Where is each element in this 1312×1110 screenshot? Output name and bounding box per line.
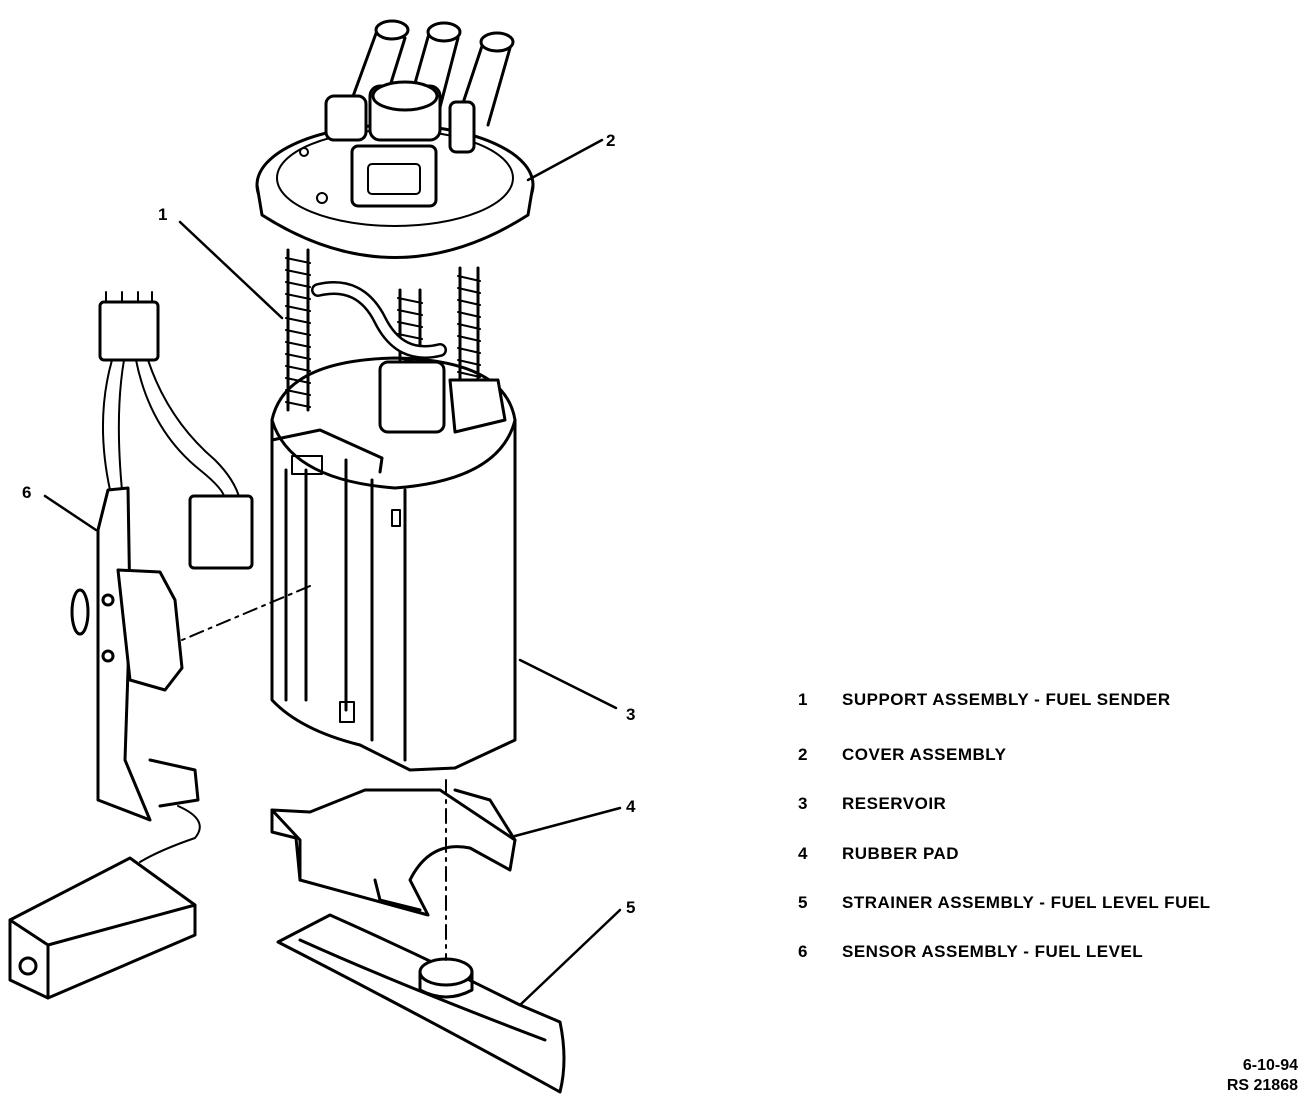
alignment-lines (181, 585, 447, 961)
legend-number: 1 (798, 690, 808, 709)
rubber-pad (270, 788, 517, 917)
callout-5: 5 (626, 898, 635, 917)
legend-label: RUBBER PAD (842, 844, 960, 863)
leader-lines (43, 138, 622, 1007)
legend-label: SUPPORT ASSEMBLY - FUEL SENDER (842, 690, 1171, 709)
sensor-assembly (8, 291, 254, 1000)
callout-1: 1 (158, 205, 167, 224)
legend-label: STRAINER ASSEMBLY - FUEL LEVEL FUEL (842, 893, 1211, 912)
drawing-stamp: 6-10-94 RS 21868 (1227, 1056, 1298, 1096)
legend-label: RESERVOIR (842, 794, 947, 813)
legend-number: 4 (798, 844, 808, 863)
callout-4: 4 (626, 797, 636, 816)
callout-6: 6 (22, 483, 31, 502)
legend-number: 2 (798, 745, 808, 764)
strainer-assembly (276, 913, 566, 1094)
legend-number: 6 (798, 942, 808, 961)
legend-number: 3 (798, 794, 808, 813)
reservoir (270, 356, 517, 772)
legend-label: SENSOR ASSEMBLY - FUEL LEVEL (842, 942, 1144, 961)
cover-assembly (255, 19, 535, 259)
legend-label: COVER ASSEMBLY (842, 745, 1007, 764)
drawing-code: RS 21868 (1226, 1077, 1298, 1094)
callout-2: 2 (606, 131, 615, 150)
callout-3: 3 (626, 705, 635, 724)
legend-number: 5 (798, 893, 808, 912)
drawing-date: 6-10-94 (1242, 1057, 1298, 1074)
